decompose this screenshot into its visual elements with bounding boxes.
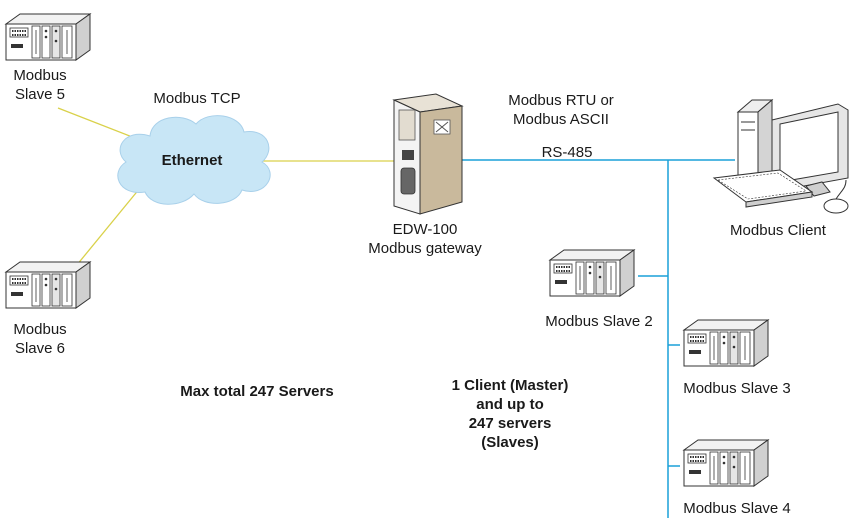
slave6-label-line2: Slave 6: [14, 340, 66, 357]
client-master-line4: (Slaves): [481, 434, 539, 451]
gateway-label: EDW-100 Modbus gateway: [360, 220, 490, 258]
ethernet-label: Ethernet: [161, 152, 223, 169]
slave3-label: Modbus Slave 3: [683, 380, 791, 397]
slave5-label-line2: Slave 5: [14, 86, 66, 103]
gateway-label-line1: EDW-100: [392, 221, 458, 238]
client-master-note: 1 Client (Master) and up to 247 servers …: [430, 376, 590, 452]
modbus-tcp-label: Modbus TCP: [153, 90, 241, 107]
slave2-device-icon: [549, 249, 635, 297]
rtu-ascii-label: Modbus RTU or Modbus ASCII: [496, 91, 626, 129]
slave6-label-line1: Modbus: [13, 321, 67, 338]
slave6-label: Modbus Slave 6: [10, 320, 70, 358]
slave5-label-line1: Modbus: [13, 67, 67, 84]
slave3-device-icon: [683, 319, 769, 367]
slave4-device-icon: [683, 439, 769, 487]
rtu-ascii-label-line1: Modbus RTU or: [508, 92, 614, 109]
slave5-device-icon: [5, 13, 91, 61]
max-total-label: Max total 247 Servers: [180, 383, 334, 400]
rtu-ascii-label-line2: Modbus ASCII: [513, 111, 609, 128]
client-computer-icon: [712, 98, 849, 214]
gateway-label-line2: Modbus gateway: [368, 240, 482, 257]
slave5-label: Modbus Slave 5: [10, 66, 70, 104]
ethernet-cloud: [117, 115, 271, 205]
client-master-line3: 247 servers: [468, 415, 552, 432]
slave2-label: Modbus Slave 2: [545, 313, 653, 330]
client-label: Modbus Client: [730, 222, 826, 239]
client-master-line2: and up to: [476, 396, 544, 413]
client-master-line1: 1 Client (Master): [451, 377, 569, 394]
rs485-label: RS-485: [541, 144, 593, 161]
slave6-device-icon: [5, 261, 91, 309]
tcp-line-slave5: [57, 107, 141, 141]
gateway-device-icon: [392, 93, 464, 215]
slave4-label: Modbus Slave 4: [683, 500, 791, 517]
